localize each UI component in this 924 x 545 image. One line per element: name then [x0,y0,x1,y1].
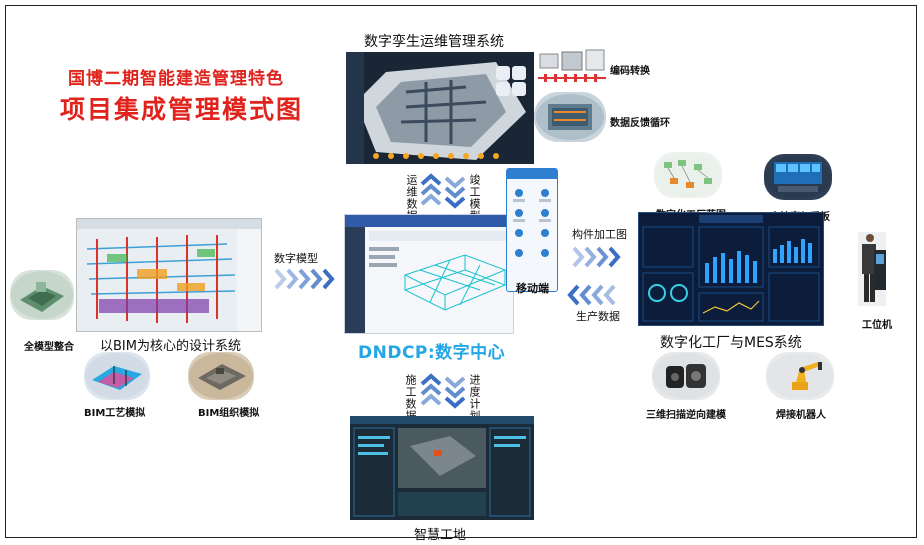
welding-robot-image [766,352,834,400]
heading-line2: 项目集成管理模式图 [60,95,304,124]
mobile-screenshot [506,168,558,292]
full-model-image [10,270,74,320]
full-model-label: 全模型整合 [24,342,74,353]
heading-line1: 国博二期智能建造管理特色 [68,69,284,89]
digital-model-label: 数字模型 [274,252,318,265]
bim-org-label: BIM组织模拟 [198,408,260,419]
mobile-label: 移动端 [516,282,549,295]
mes-dashboard-screenshot [638,212,824,326]
down-arrow-completion [444,172,466,216]
production-data-label: 生产数据 [576,310,620,323]
diagram-frame: 国博二期智能建造管理特色 项目集成管理模式图 数字孪生运维管理系统 编码转换 数… [5,5,917,543]
ops-data-label: 运维数据 [405,174,418,222]
down-arrow-progress [444,372,466,416]
left-arrow-production [566,284,626,310]
digital-center-screenshot [344,214,514,334]
feedback-label: 数据反馈循环 [610,118,670,129]
bim-process-image [84,352,150,400]
bottom-system-title: 智慧工地 [414,528,467,543]
factory-blueprint-image [654,152,722,198]
3d-scan-image [652,352,720,400]
bim-org-image [188,352,254,400]
right-arrow-component [570,246,626,272]
right-arrow-digital-model [272,268,338,294]
up-arrow-construction [420,372,442,416]
control-room-image [764,154,832,200]
construction-data-label: 施工数据 [404,374,417,422]
smart-site-screenshot [350,416,534,520]
component-drawing-label: 构件加工图 [572,228,627,241]
welding-robot-label: 焊接机器人 [776,410,826,421]
center-title: DNDCP:数字中心 [358,343,506,363]
encode-icon [538,46,606,86]
workstation-image [858,232,886,306]
feedback-loop-image [534,92,606,142]
up-arrow-ops [420,172,442,216]
progress-plan-label: 进度计划 [468,374,481,422]
encode-label: 编码转换 [610,66,650,77]
workstation-label: 工位机 [862,320,892,331]
digital-twin-screenshot [346,52,534,164]
right-system-title: 数字化工厂与MES系统 [660,335,802,351]
left-system-title: 以BIM为核心的设计系统 [100,339,241,354]
bim-design-screenshot [76,218,262,332]
top-system-title: 数字孪生运维管理系统 [364,34,504,50]
completion-model-label: 竣工模型 [468,174,481,222]
bim-process-label: BIM工艺模拟 [84,408,146,419]
3d-scan-label: 三维扫描逆向建模 [646,410,726,421]
